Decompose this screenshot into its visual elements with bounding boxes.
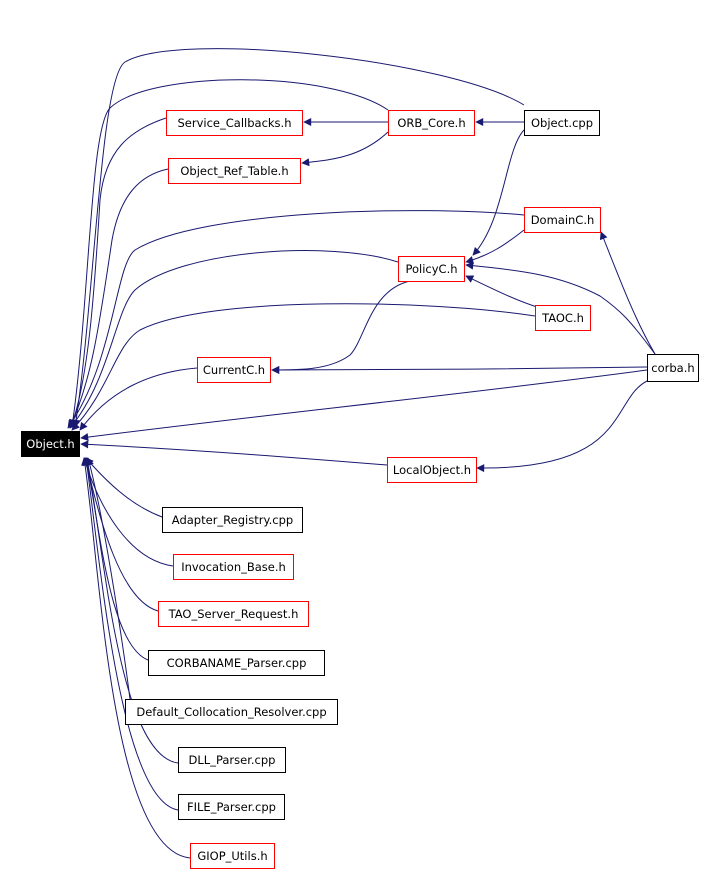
node-label: ORB_Core.h bbox=[397, 116, 465, 130]
node-box bbox=[647, 354, 699, 382]
node-label: DomainC.h bbox=[531, 213, 595, 227]
node-box bbox=[125, 699, 338, 725]
node-label: Default_Collocation_Resolver.cpp bbox=[136, 705, 326, 719]
node-label: corba.h bbox=[651, 361, 694, 375]
edge-object_cpp-to-object_h bbox=[72, 48, 525, 428]
node-label: Object.cpp bbox=[531, 116, 593, 130]
edge-object_cpp-to-policyc_h bbox=[472, 129, 525, 256]
node-object-ref-table-h[interactable]: Object_Ref_Table.h bbox=[168, 158, 301, 184]
edge-adapter_registry_cpp-to-object_h bbox=[85, 457, 163, 518]
node-corba-h[interactable]: corba.h bbox=[647, 354, 699, 382]
node-giop-utils-h[interactable]: GIOP_Utils.h bbox=[190, 843, 275, 869]
node-box bbox=[148, 650, 325, 676]
node-domainc-h[interactable]: DomainC.h bbox=[524, 207, 601, 233]
edge-policyc_h-to-object_h bbox=[69, 250, 399, 429]
node-corbaname-parser-cpp[interactable]: CORBANAME_Parser.cpp bbox=[148, 650, 325, 676]
node-label: CORBANAME_Parser.cpp bbox=[167, 656, 307, 670]
edge-file_parser_cpp-to-object_h bbox=[83, 457, 179, 811]
node-file-parser-cpp[interactable]: FILE_Parser.cpp bbox=[178, 794, 285, 820]
node-invocation-base-h[interactable]: Invocation_Base.h bbox=[173, 554, 294, 580]
node-box bbox=[162, 507, 303, 533]
node-box bbox=[524, 207, 601, 233]
node-object-h[interactable]: Object.h bbox=[21, 431, 80, 457]
node-label: Adapter_Registry.cpp bbox=[172, 513, 293, 527]
edge-corba_h-to-currentc_h bbox=[271, 365, 648, 374]
edge-domainc_h-to-policyc_h bbox=[465, 229, 525, 264]
edge-corba_h-to-localobject_h bbox=[476, 380, 648, 473]
node-label: CurrentC.h bbox=[203, 363, 265, 377]
edge-corba_h-to-object_h bbox=[80, 369, 648, 442]
edge-dll_parser_cpp-to-object_h bbox=[84, 457, 179, 764]
node-box bbox=[178, 794, 285, 820]
node-box bbox=[387, 457, 477, 483]
edge-orb_core_h-to-object_ref_table_h bbox=[301, 131, 389, 167]
node-currentc-h[interactable]: CurrentC.h bbox=[197, 357, 271, 383]
node-label: Object_Ref_Table.h bbox=[180, 164, 288, 178]
edges-layer bbox=[67, 48, 656, 859]
edge-object_ref_table_h-to-object_h bbox=[69, 168, 169, 428]
node-label: PolicyC.h bbox=[405, 262, 457, 276]
node-box bbox=[190, 843, 275, 869]
node-box bbox=[173, 554, 294, 580]
node-box bbox=[535, 305, 591, 331]
node-localobject-h[interactable]: LocalObject.h bbox=[387, 457, 477, 483]
node-orb-core-h[interactable]: ORB_Core.h bbox=[388, 110, 475, 136]
node-label: TAOC.h bbox=[541, 311, 584, 325]
node-box bbox=[178, 747, 286, 773]
edge-policyc_h-to-currentc_h bbox=[271, 280, 411, 374]
edge-service_callbacks_h-to-object_h bbox=[69, 117, 167, 428]
edge-giop_utils_h-to-object_h bbox=[81, 457, 191, 859]
node-box bbox=[168, 158, 301, 184]
node-default-collocation-resolver-cpp[interactable]: Default_Collocation_Resolver.cpp bbox=[125, 699, 338, 725]
node-box bbox=[158, 601, 309, 627]
edge-corba_h-to-domainc_h bbox=[599, 231, 656, 355]
node-adapter-registry-cpp[interactable]: Adapter_Registry.cpp bbox=[162, 507, 303, 533]
edge-localobject_h-to-object_h bbox=[80, 440, 388, 466]
edge-taoc_h-to-object_h bbox=[71, 303, 536, 431]
node-dll-parser-cpp[interactable]: DLL_Parser.cpp bbox=[178, 747, 286, 773]
node-policyc-h[interactable]: PolicyC.h bbox=[398, 256, 465, 282]
node-label: LocalObject.h bbox=[393, 463, 471, 477]
edge-taoc_h-to-policyc_h bbox=[465, 275, 541, 309]
node-box bbox=[398, 256, 465, 282]
node-box bbox=[21, 431, 80, 457]
edge-corbaname_parser_cpp-to-object_h bbox=[83, 457, 149, 661]
node-box bbox=[524, 110, 600, 136]
edge-corba_h-to-policyc_h bbox=[465, 261, 656, 355]
edge-default_collocation_resolver_cpp-to-object_h bbox=[86, 457, 131, 700]
edge-domainc_h-to-object_h bbox=[67, 210, 525, 429]
node-label: Object.h bbox=[26, 437, 74, 451]
node-label: GIOP_Utils.h bbox=[197, 849, 267, 863]
node-tao-server-request-h[interactable]: TAO_Server_Request.h bbox=[158, 601, 309, 627]
edge-orb_core_h-to-object_h bbox=[69, 79, 389, 428]
node-service-callbacks-h[interactable]: Service_Callbacks.h bbox=[166, 110, 303, 136]
node-label: DLL_Parser.cpp bbox=[189, 753, 276, 767]
edge-currentc_h-to-object_h bbox=[79, 367, 198, 431]
node-box bbox=[166, 110, 303, 136]
node-taoc-h[interactable]: TAOC.h bbox=[535, 305, 591, 331]
node-label: FILE_Parser.cpp bbox=[187, 800, 276, 814]
node-box bbox=[388, 110, 475, 136]
node-box bbox=[197, 357, 271, 383]
node-label: TAO_Server_Request.h bbox=[168, 607, 299, 621]
node-label: Service_Callbacks.h bbox=[178, 116, 292, 130]
node-label: Invocation_Base.h bbox=[181, 560, 286, 574]
node-object-cpp[interactable]: Object.cpp bbox=[524, 110, 600, 136]
